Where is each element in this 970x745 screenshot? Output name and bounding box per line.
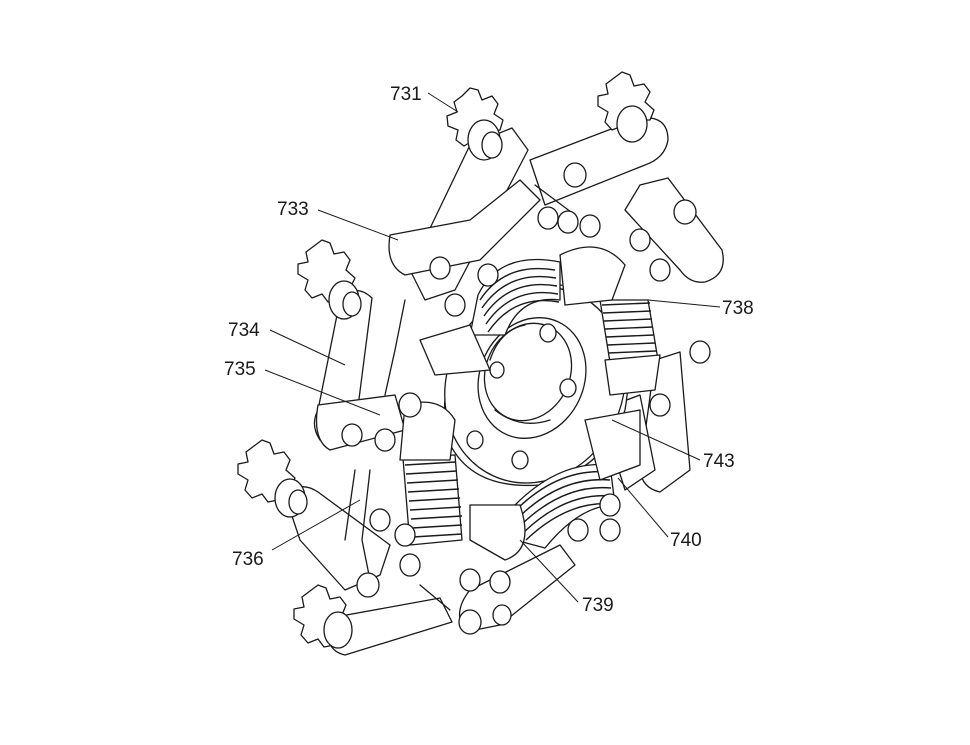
label-736: 736 bbox=[232, 549, 264, 570]
label-739: 739 bbox=[582, 595, 614, 616]
sprocket-top-right bbox=[597, 71, 655, 143]
label-738: 738 bbox=[722, 298, 754, 319]
label-735: 735 bbox=[224, 359, 256, 380]
spring-shoes bbox=[399, 246, 661, 561]
label-733: 733 bbox=[277, 199, 309, 220]
label-731: 731 bbox=[390, 84, 422, 105]
sprocket-bottom-left bbox=[237, 439, 308, 518]
sprocket-bottom bbox=[293, 584, 353, 649]
sprocket-left bbox=[297, 239, 362, 320]
label-734: 734 bbox=[228, 320, 260, 341]
sprocket-top-left bbox=[446, 87, 504, 161]
pins bbox=[341, 162, 711, 635]
label-740: 740 bbox=[670, 530, 702, 551]
leader-lines bbox=[264, 92, 721, 603]
label-743: 743 bbox=[703, 451, 735, 472]
